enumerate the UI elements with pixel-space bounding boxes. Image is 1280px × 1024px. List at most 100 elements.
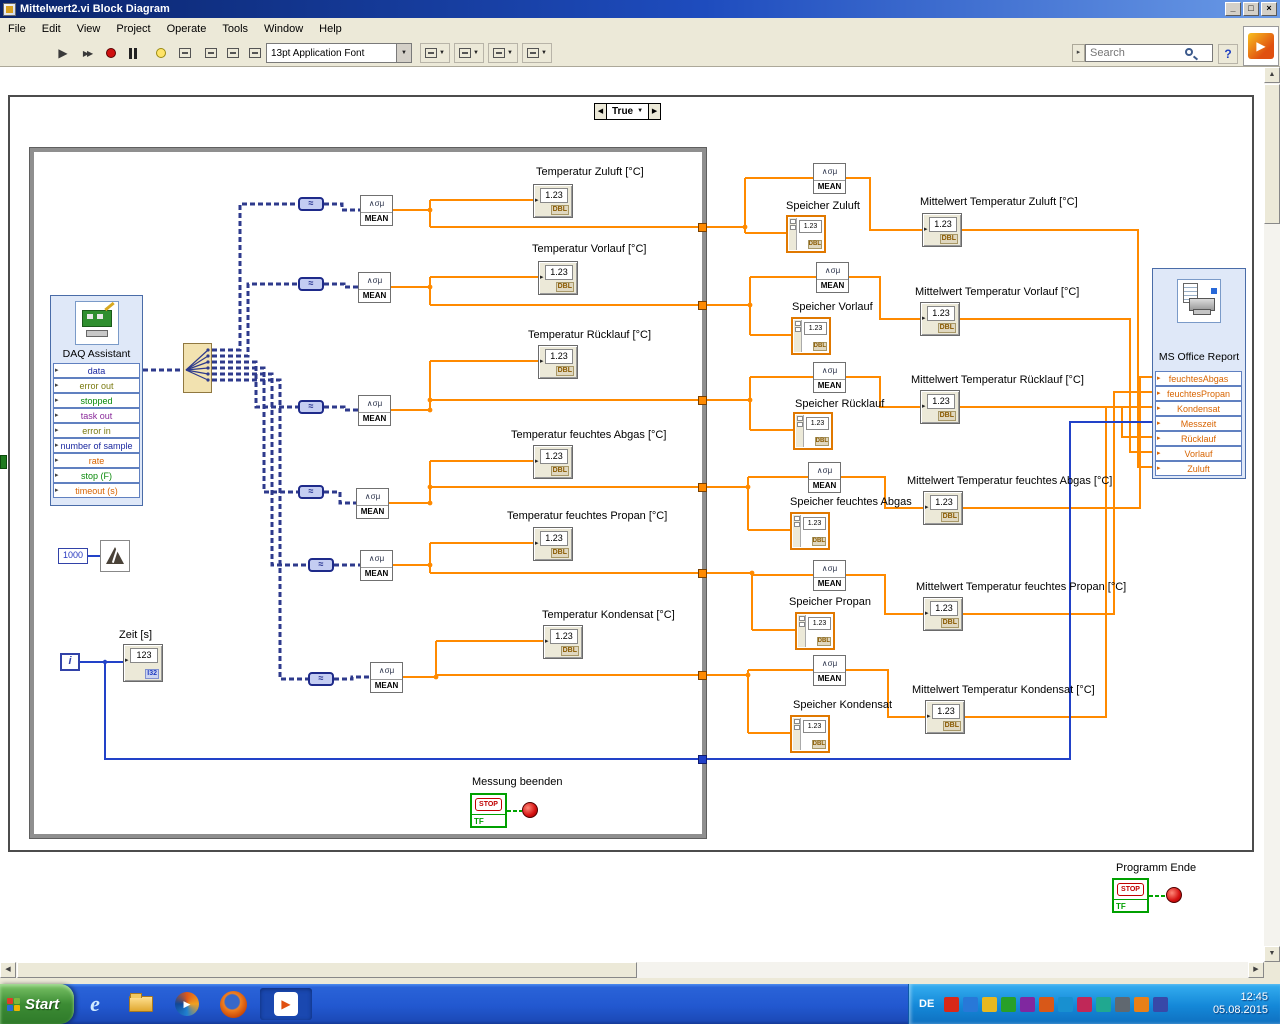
convert-dynamic-data-vorlauf[interactable]: ≈: [298, 277, 324, 291]
scroll-up-icon[interactable]: ▲: [1264, 67, 1280, 83]
tray-icon[interactable]: [1001, 997, 1016, 1012]
daq-assistant-vi[interactable]: DAQ Assistant ▸data ▸error out ▸stopped …: [50, 295, 143, 506]
case-prev-icon[interactable]: ◀: [594, 103, 607, 120]
mean-vi-feuchtes-abgas-2[interactable]: ∧σμMEAN: [808, 462, 841, 493]
office-terminal-messzeit[interactable]: ▸Messzeit: [1155, 416, 1242, 431]
mean-vi-vorlauf-2[interactable]: ∧σμMEAN: [816, 262, 849, 293]
mean-vi-ruecklauf-2[interactable]: ∧σμMEAN: [813, 362, 846, 393]
tray-icons[interactable]: [944, 997, 1168, 1012]
tray-icon[interactable]: [963, 997, 978, 1012]
split-signals-node[interactable]: [183, 343, 212, 393]
resize-objects-button[interactable]: ▼: [488, 43, 518, 63]
case-next-icon[interactable]: ▶: [648, 103, 661, 120]
indicator-mittelwert-ruecklauf[interactable]: ▸1.23DBL: [920, 390, 960, 424]
quicklaunch-firefox[interactable]: [218, 990, 248, 1018]
clock[interactable]: 12:45 05.08.2015: [1213, 991, 1268, 1017]
tray-icon[interactable]: [1020, 997, 1035, 1012]
daq-terminal-stopped[interactable]: ▸stopped: [53, 393, 140, 408]
quicklaunch-internet-explorer[interactable]: e: [80, 990, 110, 1018]
array-index[interactable]: [793, 515, 801, 547]
array-indicator-speicher-kondensat[interactable]: 1.23DBL: [790, 715, 830, 753]
daq-terminal-number-of-sample[interactable]: ▸number of sample: [53, 438, 140, 453]
taskbar-app-labview[interactable]: ▶: [260, 988, 312, 1020]
array-indicator-speicher-feuchtes-abgas[interactable]: 1.23DBL: [790, 512, 830, 550]
vertical-scroll-thumb[interactable]: [1264, 84, 1280, 224]
indicator-mittelwert-kondensat[interactable]: ▸1.23DBL: [925, 700, 965, 734]
indicator-temp-feuchtes-propan[interactable]: ▸1.23DBL: [533, 527, 573, 561]
indicator-temp-zuluft[interactable]: ▸1.23DBL: [533, 184, 573, 218]
align-objects-button[interactable]: ▼: [420, 43, 450, 63]
tray-icon[interactable]: [1039, 997, 1054, 1012]
tray-icon[interactable]: [1077, 997, 1092, 1012]
language-indicator[interactable]: DE: [919, 998, 934, 1010]
case-selector[interactable]: ◀ True▼ ▶: [594, 103, 661, 120]
array-indicator-speicher-propan[interactable]: 1.23DBL: [795, 612, 835, 650]
step-over-button[interactable]: [222, 43, 244, 63]
mean-vi-vorlauf[interactable]: ∧σμMEAN: [358, 272, 391, 303]
tunnel-feuchtes-propan[interactable]: [698, 569, 707, 578]
indicator-zeit[interactable]: ▸123I32: [123, 644, 163, 682]
tray-icon[interactable]: [944, 997, 959, 1012]
array-index[interactable]: [794, 320, 802, 352]
office-terminal-feuchtespropan[interactable]: ▸feuchtesPropan: [1155, 386, 1242, 401]
context-help-button[interactable]: ?: [1218, 44, 1238, 64]
array-index[interactable]: [789, 218, 797, 250]
tray-icon[interactable]: [1096, 997, 1111, 1012]
office-terminal-feuchtesabgas[interactable]: ▸feuchtesAbgas: [1155, 371, 1242, 386]
distribute-objects-button[interactable]: ▼: [454, 43, 484, 63]
program-end-condition-terminal[interactable]: [1166, 887, 1182, 903]
array-index[interactable]: [796, 415, 804, 447]
run-button[interactable]: ▶: [52, 43, 74, 63]
tray-icon[interactable]: [1153, 997, 1168, 1012]
step-out-button[interactable]: [244, 43, 266, 63]
scroll-down-icon[interactable]: ▼: [1264, 946, 1280, 962]
minimize-button[interactable]: _: [1225, 2, 1241, 16]
mean-vi-kondensat[interactable]: ∧σμMEAN: [370, 662, 403, 693]
menu-operate[interactable]: Operate: [159, 23, 215, 35]
mean-vi-feuchtes-abgas[interactable]: ∧σμMEAN: [356, 488, 389, 519]
wait-ms-constant[interactable]: 1000: [58, 548, 88, 564]
run-continuous-button[interactable]: ▶▶: [76, 43, 98, 63]
convert-dynamic-data-zuluft[interactable]: ≈: [298, 197, 324, 211]
maximize-button[interactable]: □: [1243, 2, 1259, 16]
chevron-down-icon[interactable]: ▼: [396, 44, 411, 62]
mean-vi-zuluft[interactable]: ∧σμMEAN: [360, 195, 393, 226]
vertical-scrollbar[interactable]: ▲ ▼: [1264, 67, 1280, 962]
mean-vi-feuchtes-propan-2[interactable]: ∧σμMEAN: [813, 560, 846, 591]
convert-dynamic-data-ruecklauf[interactable]: ≈: [298, 400, 324, 414]
pause-button[interactable]: [122, 43, 144, 63]
daq-terminal-stop-f[interactable]: ▸stop (F): [53, 468, 140, 483]
indicator-mittelwert-vorlauf[interactable]: ▸1.23DBL: [920, 302, 960, 336]
mean-vi-kondensat-2[interactable]: ∧σμMEAN: [813, 655, 846, 686]
mean-vi-feuchtes-propan[interactable]: ∧σμMEAN: [360, 550, 393, 581]
office-terminal-kondensat[interactable]: ▸Kondensat: [1155, 401, 1242, 416]
menu-file[interactable]: File: [0, 23, 34, 35]
menu-tools[interactable]: Tools: [214, 23, 256, 35]
menu-help[interactable]: Help: [311, 23, 350, 35]
tray-icon[interactable]: [982, 997, 997, 1012]
indicator-mittelwert-zuluft[interactable]: ▸1.23DBL: [922, 213, 962, 247]
daq-terminal-data[interactable]: ▸data: [53, 363, 140, 378]
tunnel-kondensat[interactable]: [698, 671, 707, 680]
program-end-stop-terminal[interactable]: STOP TF: [1112, 878, 1149, 913]
stop-button-terminal[interactable]: STOP TF: [470, 793, 507, 828]
retain-wire-values-button[interactable]: [174, 43, 196, 63]
menu-window[interactable]: Window: [256, 23, 311, 35]
search-input[interactable]: [1085, 44, 1213, 62]
highlight-execution-button[interactable]: [150, 43, 172, 63]
array-indicator-speicher-vorlauf[interactable]: 1.23DBL: [791, 317, 831, 355]
horizontal-scrollbar[interactable]: ◀ ▶: [0, 962, 1264, 978]
scroll-right-icon[interactable]: ▶: [1248, 962, 1264, 978]
menu-project[interactable]: Project: [108, 23, 158, 35]
tunnel-vorlauf[interactable]: [698, 301, 707, 310]
tunnel-messzeit[interactable]: [698, 755, 707, 764]
tray-icon[interactable]: [1115, 997, 1130, 1012]
daq-terminal-task-out[interactable]: ▸task out: [53, 408, 140, 423]
convert-dynamic-data-feuchtes-abgas[interactable]: ≈: [298, 485, 324, 499]
menu-view[interactable]: View: [69, 23, 109, 35]
indicator-temp-ruecklauf[interactable]: ▸1.23DBL: [538, 345, 578, 379]
office-terminal-vorlauf[interactable]: ▸Vorlauf: [1155, 446, 1242, 461]
step-into-button[interactable]: [200, 43, 222, 63]
indicator-temp-feuchtes-abgas[interactable]: ▸1.23DBL: [533, 445, 573, 479]
array-indicator-speicher-zuluft[interactable]: 1.23DBL: [786, 215, 826, 253]
